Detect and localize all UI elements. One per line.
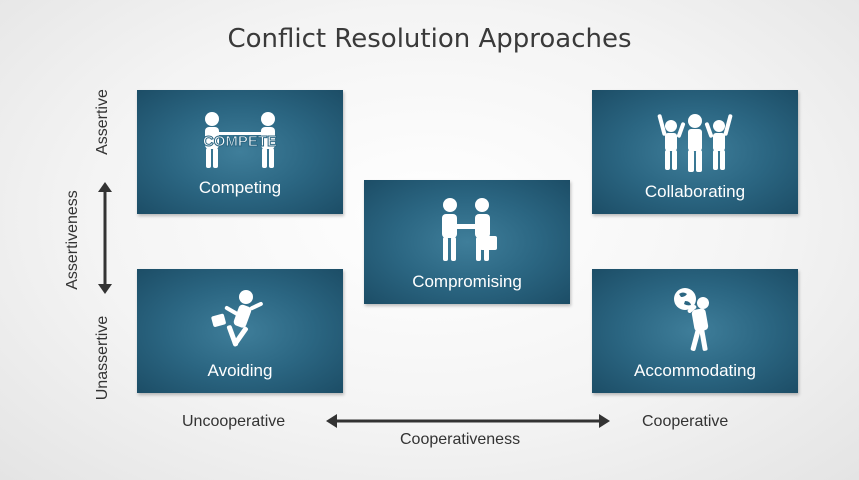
accommodating-label: Accommodating (634, 361, 756, 380)
running-away-icon (137, 289, 343, 353)
cooperativeness-label: Cooperativeness (400, 431, 521, 448)
avoiding-label: Avoiding (207, 361, 273, 380)
collaborating-label: Collaborating (644, 182, 746, 201)
carrying-globe-icon (592, 287, 798, 355)
competing-box: COMPETE Competing (137, 90, 343, 214)
assertive-label: Assertive (94, 89, 111, 155)
cooperative-label: Cooperative (642, 413, 729, 430)
assertiveness-label: Assertiveness (64, 190, 81, 290)
accommodating-box: Accommodating (592, 269, 798, 393)
compromising-box: Compromising (364, 180, 570, 304)
horizontal-double-arrow (326, 414, 610, 428)
vertical-double-arrow (98, 182, 112, 294)
unassertive-label: Unassertive (94, 315, 111, 401)
avoiding-box: Avoiding (137, 269, 343, 393)
tug-of-war-icon: COMPETE (137, 110, 343, 172)
page-title: Conflict Resolution Approaches (227, 24, 632, 54)
competing-label: Competing (198, 178, 282, 197)
compete-sign-text: COMPETE (203, 133, 277, 150)
collaborating-box: Collaborating (592, 90, 798, 214)
team-cheering-icon (592, 112, 798, 174)
uncooperative-label: Uncooperative (182, 413, 286, 430)
handshake-icon (364, 196, 570, 264)
compromising-label: Compromising (412, 272, 522, 291)
